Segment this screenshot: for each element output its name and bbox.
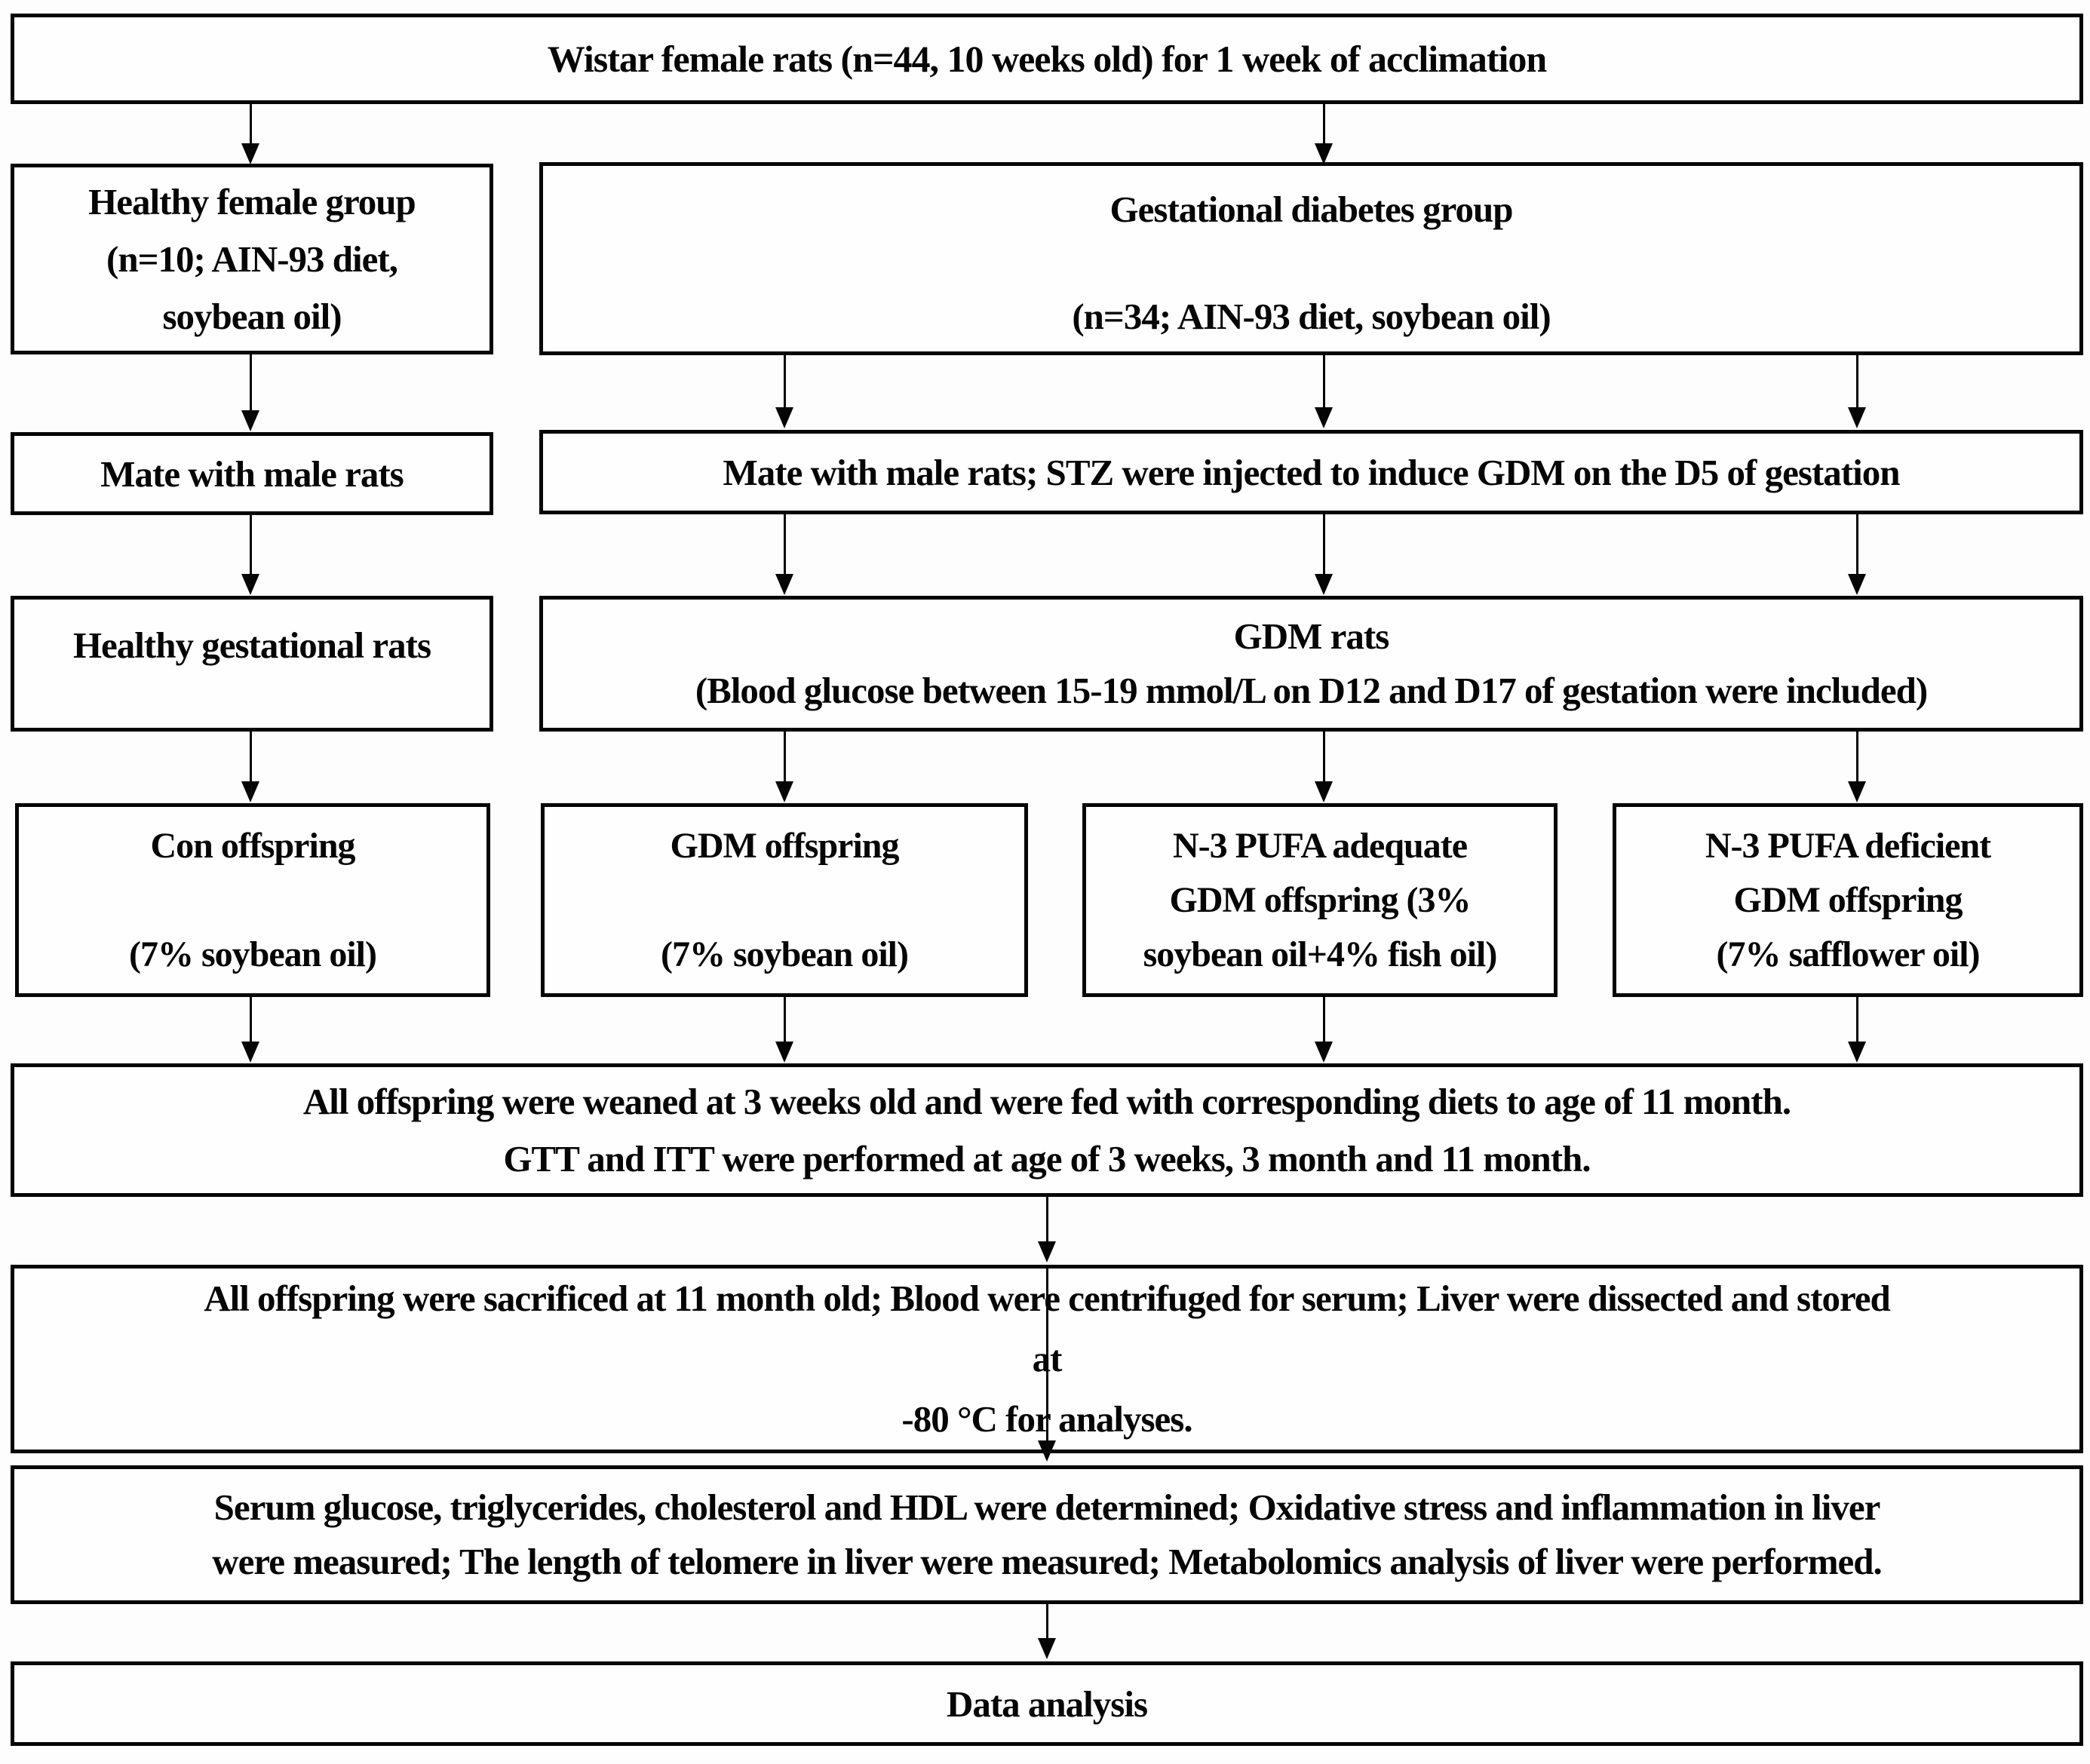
arrow-gdm-to-weaning	[775, 997, 794, 1063]
box-data-analysis: Data analysis	[11, 1661, 2083, 1746]
arrow-deficient-to-weaning	[1847, 997, 1867, 1063]
arrow-gdmrats-to-adequate-offspring	[1314, 732, 1333, 802]
box-weaning-gtt-itt: All offspring were weaned at 3 weeks old…	[11, 1063, 2083, 1197]
box-gestational-diabetes-group-line1: Gestational diabetes group	[1109, 189, 1514, 230]
box-gdm-mate-stz-text: Mate with male rats; STZ were injected t…	[723, 451, 1901, 493]
arrow-gdmrats-to-deficient-offspring	[1847, 732, 1867, 802]
box-assays-line1: Serum glucose, triglycerides, cholestero…	[213, 1486, 1881, 1528]
box-gdm-offspring-line1: GDM offspring	[670, 825, 900, 866]
box-con-offspring-line3: (7% soybean oil)	[128, 934, 377, 974]
box-acclimation: Wistar female rats (n=44, 10 weeks old) …	[11, 14, 2083, 104]
box-con-offspring: Con offspring (7% soybean oil)	[15, 803, 490, 997]
box-healthy-female-group-line3: soybean oil)	[162, 295, 342, 337]
box-gdm-rats-line2: (Blood glucose between 15-19 mmol/L on D…	[695, 670, 1928, 711]
arrow-mate-to-gdm-rats-1	[775, 514, 794, 595]
arrow-top-to-gdm-group	[1314, 103, 1333, 164]
box-gdm-mate-stz: Mate with male rats; STZ were injected t…	[539, 430, 2083, 514]
arrow-top-to-healthy-group	[241, 103, 260, 164]
box-serum-liver-assays: Serum glucose, triglycerides, cholestero…	[11, 1465, 2083, 1604]
arrow-gdm-group-to-mate-3	[1847, 355, 1867, 428]
box-gestational-diabetes-group: Gestational diabetes group (n=34; AIN-93…	[539, 162, 2083, 355]
box-n3-pufa-deficient-line1: N-3 PUFA deficient	[1705, 825, 1991, 866]
box-n3-pufa-adequate-line3: soybean oil+4% fish oil)	[1143, 934, 1498, 974]
box-data-analysis-text: Data analysis	[946, 1683, 1148, 1725]
box-healthy-female-group-line1: Healthy female group	[88, 180, 416, 222]
box-healthy-female-group-line2: (n=10; AIN-93 diet,	[106, 238, 398, 280]
arrow-adequate-to-weaning	[1314, 997, 1333, 1063]
box-healthy-female-group: Healthy female group (n=10; AIN-93 diet,…	[11, 164, 493, 354]
box-n3-pufa-adequate-line2: GDM offspring (3%	[1169, 879, 1472, 920]
arrow-gdm-group-to-mate-2	[1314, 355, 1333, 428]
arrow-sacrifice-to-assays	[1037, 1265, 1057, 1462]
arrow-weaning-to-sacrifice	[1037, 1197, 1057, 1262]
box-healthy-gestational-rats: Healthy gestational rats	[11, 596, 493, 732]
arrow-healthy-group-to-mate	[241, 354, 260, 431]
arrow-mate-to-gdm-rats-2	[1314, 514, 1333, 595]
box-weaning-line2: GTT and ITT were performed at age of 3 w…	[503, 1137, 1591, 1180]
box-healthy-gestational-rats-text: Healthy gestational rats	[72, 624, 431, 666]
box-n3-pufa-deficient-line3: (7% safflower oil)	[1716, 934, 1980, 974]
arrow-mate-to-healthy-gestational	[241, 514, 260, 595]
box-gdm-rats-line1: GDM rats	[1233, 615, 1390, 657]
arrow-gdm-group-to-mate-1	[775, 355, 794, 428]
box-gdm-rats: GDM rats (Blood glucose between 15-19 mm…	[539, 596, 2083, 732]
arrow-gestational-to-con-offspring	[241, 732, 260, 802]
box-weaning-line1: All offspring were weaned at 3 weeks old…	[302, 1080, 1791, 1122]
box-healthy-mate: Mate with male rats	[11, 432, 493, 515]
box-n3-pufa-deficient-offspring: N-3 PUFA deficient GDM offspring (7% saf…	[1613, 803, 2083, 997]
box-gdm-offspring-line3: (7% soybean oil)	[660, 934, 909, 974]
box-assays-line2: were measured; The length of telomere in…	[212, 1541, 1883, 1582]
box-n3-pufa-adequate-offspring: N-3 PUFA adequate GDM offspring (3% soyb…	[1082, 803, 1558, 997]
arrow-con-to-weaning	[241, 997, 260, 1063]
arrow-gdmrats-to-gdm-offspring	[775, 732, 794, 802]
box-n3-pufa-deficient-line2: GDM offspring	[1733, 879, 1963, 920]
arrow-assays-to-data-analysis	[1037, 1604, 1057, 1659]
box-healthy-mate-text: Mate with male rats	[100, 453, 404, 495]
box-n3-pufa-adequate-line1: N-3 PUFA adequate	[1172, 825, 1468, 866]
box-acclimation-text: Wistar female rats (n=44, 10 weeks old) …	[547, 38, 1547, 80]
box-con-offspring-line1: Con offspring	[150, 825, 355, 866]
arrow-mate-to-gdm-rats-3	[1847, 514, 1867, 595]
box-gestational-diabetes-group-line2: (n=34; AIN-93 diet, soybean oil)	[1072, 296, 1551, 337]
box-gdm-offspring: GDM offspring (7% soybean oil)	[541, 803, 1028, 997]
